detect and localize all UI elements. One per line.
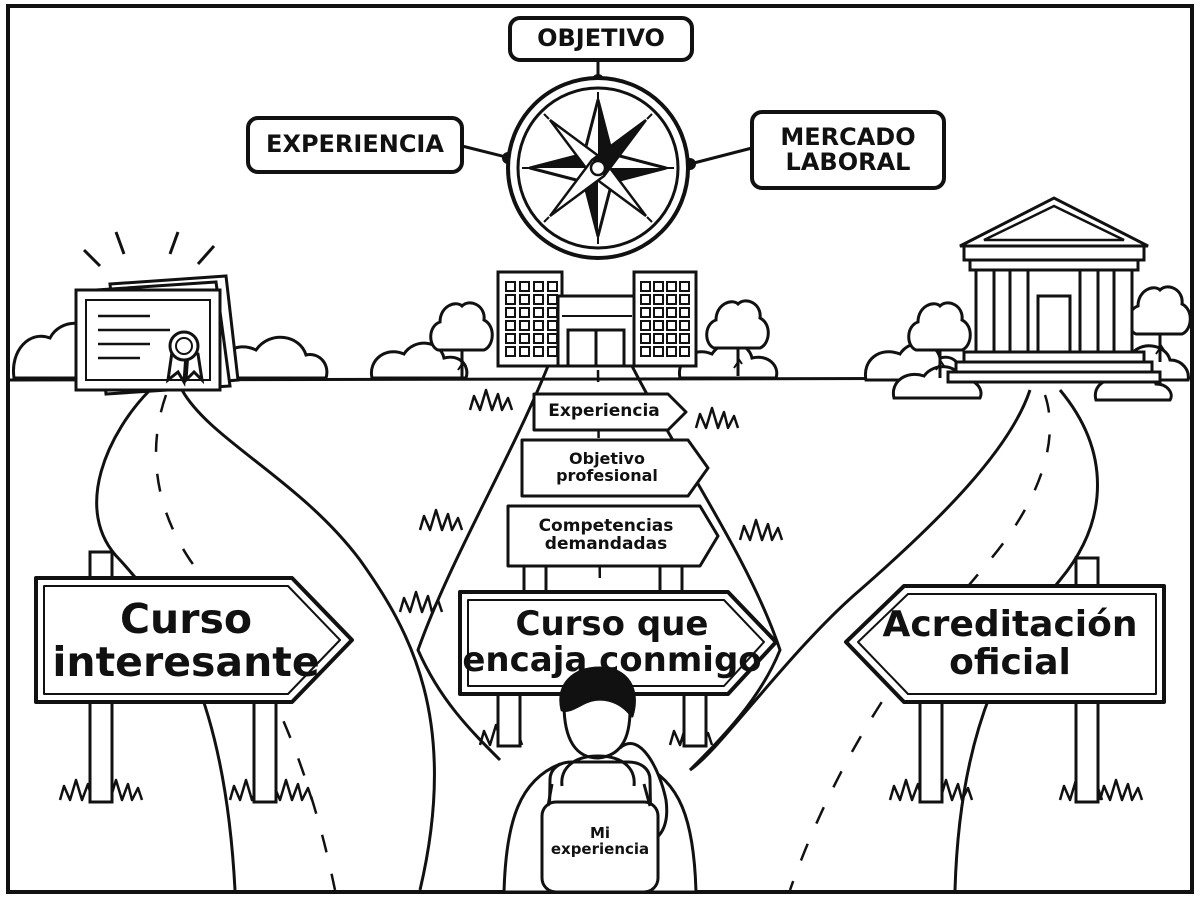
left-sign-label: Curso interesante [52,594,320,686]
building-window [640,307,651,318]
classical-institution-icon [946,196,1162,384]
left-road [95,388,437,891]
building-window [666,281,677,292]
building-window [679,307,690,318]
building-window [640,294,651,305]
compass-right-label: MERCADO LABORAL [780,122,916,176]
center-post-sign-1: Experiencia [548,401,660,422]
building-window [653,320,664,331]
building-window [666,333,677,344]
building-window [519,333,530,344]
building-window [640,320,651,331]
building-window [653,294,664,305]
center-post-sign-3: Competencias demandadas [538,516,674,554]
mercado-laboral-label-box [750,110,946,190]
building-window [505,320,516,331]
building-window [679,294,690,305]
building-window [547,294,558,305]
building-window [666,307,677,318]
building-window [519,294,530,305]
building-window [653,281,664,292]
building-window [547,281,558,292]
building-window [653,333,664,344]
left-sign-board [34,576,354,704]
building-window [519,307,530,318]
center-post-sign-2: Objetivo profesional [556,449,658,485]
compass-top-label: OBJETIVO [537,24,665,53]
building-window [653,346,664,357]
building-window [505,294,516,305]
building-window [653,307,664,318]
building-window [547,320,558,331]
building-window [533,333,544,344]
building-window [519,281,530,292]
building-windows [505,281,690,357]
building-window [666,320,677,331]
experiencia-label-box [246,116,464,174]
center-post-arrows [506,392,720,568]
backpack-label: Mi experiencia [550,824,650,858]
building-window [533,346,544,357]
compass-rose-icon [461,60,753,260]
right-sign-board [844,584,1166,704]
building-window [666,346,677,357]
building-window [519,320,530,331]
building-window [666,294,677,305]
center-sign-label: Curso que encaja conmigo [462,604,762,680]
building-window [505,346,516,357]
center-sign-board [458,590,778,696]
building-window [547,307,558,318]
building-window [519,346,530,357]
building-window [547,333,558,344]
building-window [533,281,544,292]
building-window [679,281,690,292]
certificate-icon [74,231,240,396]
building-window [640,333,651,344]
building-window [679,346,690,357]
building-window [640,346,651,357]
objetivo-label-box [508,16,694,62]
student-with-backpack-icon [502,666,698,894]
building-window [640,281,651,292]
compass-left-label: EXPERIENCIA [266,130,444,159]
building-window [533,307,544,318]
building-window [505,281,516,292]
building-window [679,333,690,344]
building-window [533,294,544,305]
right-sign-label: Acreditación oficial [882,604,1138,683]
building-window [505,307,516,318]
building-window [547,346,558,357]
building-window [533,320,544,331]
building-window [679,320,690,331]
building-window [505,333,516,344]
